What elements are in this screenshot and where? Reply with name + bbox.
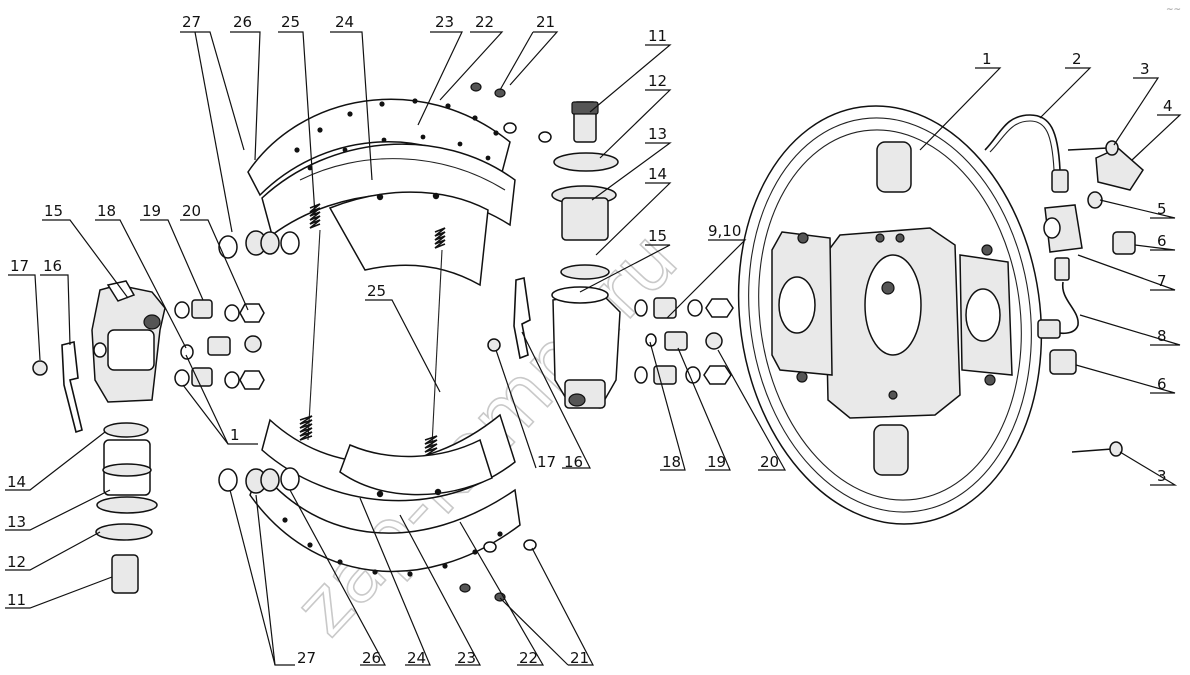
callout-20-left: 20 [182,202,201,220]
callout-3-top: 3 [1140,60,1150,78]
corner-mark: ~~ [1166,5,1181,15]
callout-19-left: 19 [142,202,161,220]
middle-bleeder-bolts [634,297,734,385]
callout-14-mid: 14 [648,165,667,183]
callout-26-top: 26 [233,13,252,31]
callout-17-left: 17 [10,257,29,275]
callout-16-left: 16 [43,257,62,275]
callout-26-bottom: 26 [362,649,381,667]
callout-22-bottom: 22 [519,649,538,667]
callout-12-mid: 12 [648,72,667,90]
callout-2: 2 [1072,50,1082,68]
callout-8: 8 [1157,327,1167,345]
leader-lines [5,31,1182,666]
callout-3-bottom: 3 [1157,467,1167,485]
left-wheel-cylinder [91,280,194,403]
callout-1-left: 1 [230,426,240,444]
callout-13-left: 13 [7,513,26,531]
callout-24-top: 24 [335,13,354,31]
callout-20-mid: 20 [760,453,779,471]
callout-6-bottom: 6 [1157,375,1167,393]
callout-24-bottom: 24 [407,649,426,667]
callout-11-left: 11 [7,591,26,609]
middle-wheel-cylinder [551,286,621,409]
pin-washers-top [218,230,300,259]
upper-brake-shoe [247,82,552,287]
callout-16-mid: 16 [564,453,583,471]
brake-tee-fitting [1043,191,1103,253]
callout-numbers: 27 26 25 24 23 22 21 11 12 13 14 15 9,10… [7,13,1173,667]
callout-4: 4 [1163,97,1173,115]
brake-hose-lower [1037,257,1079,339]
callout-5: 5 [1157,200,1167,218]
callout-27-bottom: 27 [297,649,316,667]
callout-17-mid: 17 [537,453,556,471]
callout-23-top: 23 [435,13,454,31]
pin-washers-bottom [218,467,300,494]
callout-11-mid: 11 [648,27,667,45]
callout-9-10: 9,10 [708,222,741,240]
right-fittings [1049,140,1144,457]
left-piston-stack [95,422,158,594]
callout-21-top: 21 [536,13,555,31]
callout-12-left: 12 [7,553,26,571]
brake-hose-upper [984,114,1069,193]
backing-plate [737,105,1043,525]
center-tension-springs [299,229,443,457]
left-clip-and-nut [32,341,83,434]
callout-18-mid: 18 [662,453,681,471]
callout-22-top: 22 [475,13,494,31]
callout-21-bottom: 21 [570,649,589,667]
callout-18-left: 18 [97,202,116,220]
callout-15-mid: 15 [648,227,667,245]
callout-19-mid: 19 [707,453,726,471]
middle-clip-and-nut [487,277,531,360]
callout-6-top: 6 [1157,232,1167,250]
callout-14-left: 14 [7,473,26,491]
callout-1-right: 1 [982,50,992,68]
callout-25-center: 25 [367,282,386,300]
callout-7: 7 [1157,272,1167,290]
callout-13-mid: 13 [648,125,667,143]
callout-23-bottom: 23 [457,649,476,667]
middle-piston-stack [551,101,619,280]
callout-15-left: 15 [44,202,63,220]
callout-25-top: 25 [281,13,300,31]
left-bleeder-bolts [174,299,265,390]
callout-27-top: 27 [182,13,201,31]
lower-brake-shoe [249,413,537,602]
